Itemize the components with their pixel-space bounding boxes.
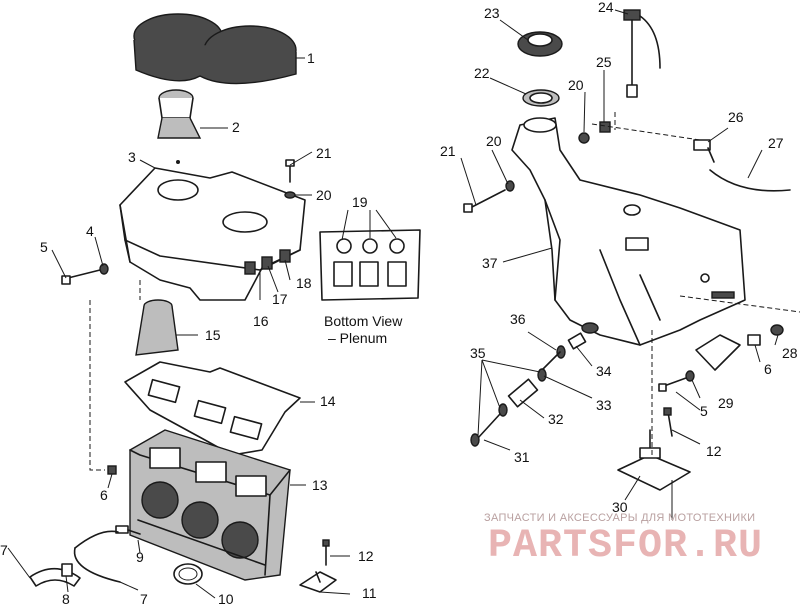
callout-15: 15: [205, 327, 221, 343]
part-12-screw-right: [663, 407, 673, 437]
watermark-tagline: ЗАПЧАСТИ И АКСЕССУАРЫ ДЛЯ МОТОТЕХНИКИ: [484, 512, 755, 524]
callout-19: 19: [352, 194, 368, 210]
part-13-adaptor-box: [129, 429, 291, 581]
callout-7-left: 7: [0, 542, 8, 558]
part-26-elbow: [693, 139, 715, 163]
part-23-cap: [517, 31, 563, 57]
bottom-view-line1: Bottom View: [324, 313, 403, 329]
callout-21-left: 21: [316, 145, 332, 161]
part-22-gasket: [522, 89, 560, 107]
callout-36: 36: [510, 311, 526, 327]
part-21-bolt-right: [463, 189, 506, 213]
part-6-screw-left: [107, 465, 117, 475]
callout-22: 22: [474, 65, 490, 81]
callout-7-right: 7: [140, 591, 148, 604]
callout-35: 35: [470, 345, 486, 361]
callout-27: 27: [768, 135, 784, 151]
part-35-clamp-bottom: [470, 433, 480, 447]
part-7-hose: [73, 530, 121, 583]
part-1-air-filter: [133, 13, 297, 85]
part-5-bolt-right: [658, 377, 687, 392]
part-24-sender: [623, 9, 661, 98]
callout-4: 4: [86, 223, 94, 239]
callout-29: 29: [718, 395, 734, 411]
callout-25: 25: [596, 54, 612, 70]
callout-5-right: 5: [700, 403, 708, 419]
callout-30: 30: [612, 499, 628, 515]
part-30-bracket: [617, 429, 691, 491]
part-11-bracket: [299, 571, 337, 593]
part-2-intake-boot: [157, 89, 202, 139]
callout-21-right: 21: [440, 143, 456, 159]
callout-3: 3: [128, 149, 136, 165]
callout-24: 24: [598, 0, 614, 15]
callout-28: 28: [782, 345, 798, 361]
guide-line: [89, 300, 105, 471]
callout-20-right: 20: [568, 77, 584, 93]
callout-6-left: 6: [100, 487, 108, 503]
guide-line: [591, 123, 701, 141]
part-20-washer-left: [284, 191, 296, 199]
callout-10: 10: [218, 591, 234, 604]
part-5-bolt: [61, 269, 101, 285]
guide-line: [679, 295, 800, 313]
part-35-clamp-top: [537, 368, 547, 382]
callout-11: 11: [362, 585, 377, 601]
callout-2: 2: [232, 119, 240, 135]
callout-1: 1: [307, 50, 315, 66]
part-9-fitting: [115, 525, 141, 535]
part-27-hose: [709, 169, 791, 192]
watermark-brand: PARTSFOR.RU: [488, 524, 763, 569]
callout-20-mid: 20: [486, 133, 502, 149]
bottom-view-plenum: [319, 229, 421, 301]
bottom-view-caption: Bottom View – Plenum: [324, 313, 403, 346]
part-29-washer: [685, 370, 695, 382]
part-31-line: [477, 413, 501, 439]
callout-16: 16: [253, 313, 269, 329]
callout-26: 26: [728, 109, 744, 125]
part-4-washer: [99, 263, 109, 275]
part-15-boot: [135, 299, 179, 356]
part-37-oil-tank: [511, 117, 746, 346]
callout-17: 17: [272, 291, 288, 307]
watermark: ЗАПЧАСТИ И АКСЕССУАРЫ ДЛЯ МОТОТЕХНИКИ PA…: [484, 512, 763, 569]
bottom-view-line2: – Plenum: [328, 330, 387, 346]
callout-12-left: 12: [358, 548, 374, 564]
callout-20-left: 20: [316, 187, 332, 203]
part-tank-bracket: [695, 334, 741, 371]
callout-13: 13: [312, 477, 328, 493]
leader-lines: [7, 9, 779, 599]
callout-37: 37: [482, 255, 498, 271]
part-20-washer-right: [578, 132, 590, 144]
callout-18: 18: [296, 275, 312, 291]
part-10-ring: [173, 563, 203, 585]
callout-14: 14: [320, 393, 336, 409]
part-34-fitting: [567, 332, 587, 350]
callout-32: 32: [548, 411, 564, 427]
callout-23: 23: [484, 5, 500, 21]
part-28-grommet: [770, 324, 784, 336]
callout-34: 34: [596, 363, 612, 379]
callout-6-right: 6: [764, 361, 772, 377]
part-3-plenum-cover: [119, 160, 306, 301]
callout-8: 8: [62, 591, 70, 604]
callout-33: 33: [596, 397, 612, 413]
callout-31: 31: [514, 449, 530, 465]
callout-12-right: 12: [706, 443, 722, 459]
part-32-filter: [507, 378, 539, 408]
part-14-gasket: [124, 361, 301, 456]
part-36-clamp: [556, 345, 566, 359]
part-6-bushing-right: [747, 334, 761, 346]
part-25-nut: [599, 121, 611, 133]
part-8-clip: [61, 563, 73, 577]
callout-9: 9: [136, 549, 144, 565]
part-35-clamp-mid: [498, 403, 508, 417]
part-12-screw-left: [322, 539, 330, 566]
callout-5: 5: [40, 239, 48, 255]
